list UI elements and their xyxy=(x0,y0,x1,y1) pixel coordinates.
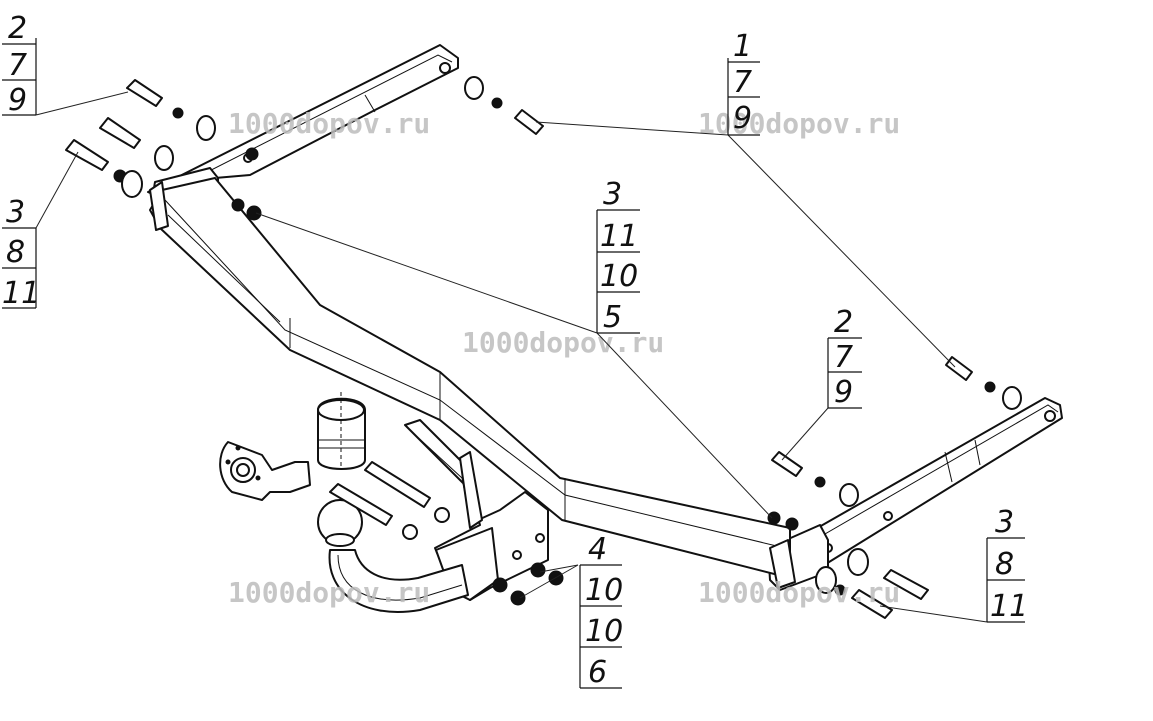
right-mounting-bracket xyxy=(767,397,1063,591)
top-right-fasteners xyxy=(464,76,544,135)
callout-number: 7 xyxy=(733,65,752,100)
ball-mount-bolts xyxy=(329,461,450,540)
callout-bottom: 4 10 10 6 xyxy=(585,532,623,690)
callout-center: 3 11 10 5 xyxy=(600,177,638,335)
ball-cover-cap xyxy=(317,392,366,470)
callout-frames xyxy=(2,38,1025,689)
callout-number: 9 xyxy=(733,101,752,136)
callout-labels: 2 7 9 3 8 11 1 7 9 3 11 10 5 2 7 9 xyxy=(2,11,1028,690)
watermark: 1000dopov.ru xyxy=(462,326,664,359)
watermark: 1000dopov.ru xyxy=(228,576,430,609)
callout-number: 3 xyxy=(995,505,1014,540)
callout-number: 11 xyxy=(600,219,638,254)
towbar-drawing xyxy=(65,44,1063,619)
watermark: 1000dopov.ru xyxy=(228,107,430,140)
callout-number: 10 xyxy=(585,573,623,608)
callout-number: 9 xyxy=(834,375,853,410)
callout-number: 7 xyxy=(834,340,853,375)
callout-number: 10 xyxy=(585,614,623,649)
callout-top-right: 1 7 9 xyxy=(733,29,752,136)
callout-number: 10 xyxy=(600,259,638,294)
socket-bracket-plate xyxy=(219,441,311,501)
callout-number: 3 xyxy=(603,177,622,212)
right-side-fasteners xyxy=(767,356,1022,619)
callout-number: 3 xyxy=(6,195,25,230)
callout-number: 6 xyxy=(588,655,607,690)
top-left-fasteners xyxy=(65,79,262,221)
callout-top-left: 2 7 9 xyxy=(8,11,27,118)
bottom-fasteners xyxy=(492,562,564,606)
callout-number: 11 xyxy=(2,276,40,311)
callout-number: 1 xyxy=(733,29,752,64)
leader-lines xyxy=(35,91,988,623)
callout-number: 7 xyxy=(8,48,27,83)
callout-number: 11 xyxy=(990,589,1028,624)
callout-number: 8 xyxy=(6,235,25,270)
watermark: 1000dopov.ru xyxy=(698,576,900,609)
callout-right-bottom: 3 8 11 xyxy=(990,505,1028,624)
watermarks: 1000dopov.ru 1000dopov.ru 1000dopov.ru 1… xyxy=(228,107,900,609)
callout-number: 9 xyxy=(8,83,27,118)
tow-ball-arm xyxy=(317,499,469,613)
callout-left: 3 8 11 xyxy=(2,195,40,311)
callout-number: 2 xyxy=(834,305,853,340)
callout-number: 2 xyxy=(8,11,27,46)
callout-number: 4 xyxy=(588,532,607,567)
callout-right-mid: 2 7 9 xyxy=(834,305,853,410)
callout-number: 5 xyxy=(603,300,622,335)
callout-number: 8 xyxy=(995,547,1014,582)
main-crossbeam xyxy=(149,177,796,589)
